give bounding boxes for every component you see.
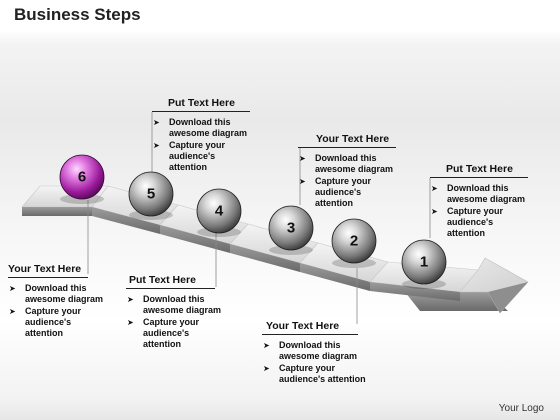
bullet-item: ➤Download this awesome diagram <box>127 294 222 315</box>
callout-bullets: ➤Download this awesome diagram ➤Capture … <box>8 283 104 339</box>
title-band <box>0 0 560 32</box>
callout-bullets: ➤Download this awesome diagram ➤Capture … <box>152 117 250 173</box>
callout-step-6: Your Text Here ➤Download this awesome di… <box>8 263 104 340</box>
callout-bullets: ➤Download this awesome diagram ➤Capture … <box>126 294 222 350</box>
bullet-arrow-icon: ➤ <box>153 141 160 150</box>
bullet-item: ➤Capture your audience's attention <box>263 363 366 384</box>
bullet-arrow-icon: ➤ <box>431 184 438 193</box>
bullet-item: ➤Download this awesome diagram <box>9 283 104 304</box>
callout-step-4: Put Text Here ➤Download this awesome dia… <box>126 274 222 351</box>
callout-heading: Your Text Here <box>262 320 358 335</box>
step-ball-4: 4 <box>196 188 242 237</box>
step-number-2: 2 <box>350 233 358 250</box>
step-number-3: 3 <box>287 220 295 237</box>
bullet-arrow-icon: ➤ <box>299 177 306 186</box>
bullet-arrow-icon: ➤ <box>263 364 270 373</box>
logo-text: Your Logo <box>498 403 544 414</box>
callout-heading: Put Text Here <box>126 274 215 289</box>
callout-heading: Put Text Here <box>430 163 528 178</box>
step-ball-1: 1 <box>401 239 447 289</box>
callout-bullets: ➤Download this awesome diagram ➤Capture … <box>298 153 396 209</box>
callout-heading: Your Text Here <box>8 263 88 278</box>
bullet-item: ➤Capture your audience's attention <box>9 306 82 338</box>
bullet-item: ➤Download this awesome diagram <box>263 340 358 361</box>
bullet-item: ➤Capture your audience's attention <box>299 176 372 208</box>
bullet-arrow-icon: ➤ <box>9 307 16 316</box>
step-number-5: 5 <box>147 186 155 203</box>
bullet-arrow-icon: ➤ <box>153 118 160 127</box>
bullet-item: ➤Download this awesome diagram <box>153 117 248 138</box>
bullet-arrow-icon: ➤ <box>127 318 134 327</box>
step-ball-2: 2 <box>331 218 377 268</box>
page-title: Business Steps <box>14 5 141 24</box>
bullet-arrow-icon: ➤ <box>263 341 270 350</box>
callout-step-1: Put Text Here ➤Download this awesome dia… <box>430 163 528 240</box>
bullet-arrow-icon: ➤ <box>299 154 306 163</box>
bullet-item: ➤Download this awesome diagram <box>299 153 394 174</box>
bullet-item: ➤Capture your audience's attention <box>431 206 504 238</box>
step-number-6: 6 <box>78 169 86 186</box>
bullet-arrow-icon: ➤ <box>127 295 134 304</box>
step-number-1: 1 <box>420 254 428 271</box>
bullet-item: ➤Capture your audience's attention <box>153 140 226 172</box>
step-number-4: 4 <box>215 203 224 220</box>
callout-bullets: ➤Download this awesome diagram ➤Capture … <box>430 183 528 239</box>
callout-heading: Your Text Here <box>298 133 396 148</box>
bullet-item: ➤Download this awesome diagram <box>431 183 526 204</box>
callout-step-5: Put Text Here ➤Download this awesome dia… <box>152 97 250 174</box>
step-ball-6: 6 <box>59 154 105 204</box>
step-ball-5: 5 <box>128 171 174 220</box>
bullet-item: ➤Capture your audience's attention <box>127 317 200 349</box>
bullet-arrow-icon: ➤ <box>431 207 438 216</box>
callout-step-2: Your Text Here ➤Download this awesome di… <box>262 320 366 386</box>
callout-heading: Put Text Here <box>152 97 250 112</box>
step-ball-3: 3 <box>268 205 314 255</box>
bullet-arrow-icon: ➤ <box>9 284 16 293</box>
callout-bullets: ➤Download this awesome diagram ➤Capture … <box>262 340 366 385</box>
callout-step-3: Your Text Here ➤Download this awesome di… <box>298 133 396 210</box>
